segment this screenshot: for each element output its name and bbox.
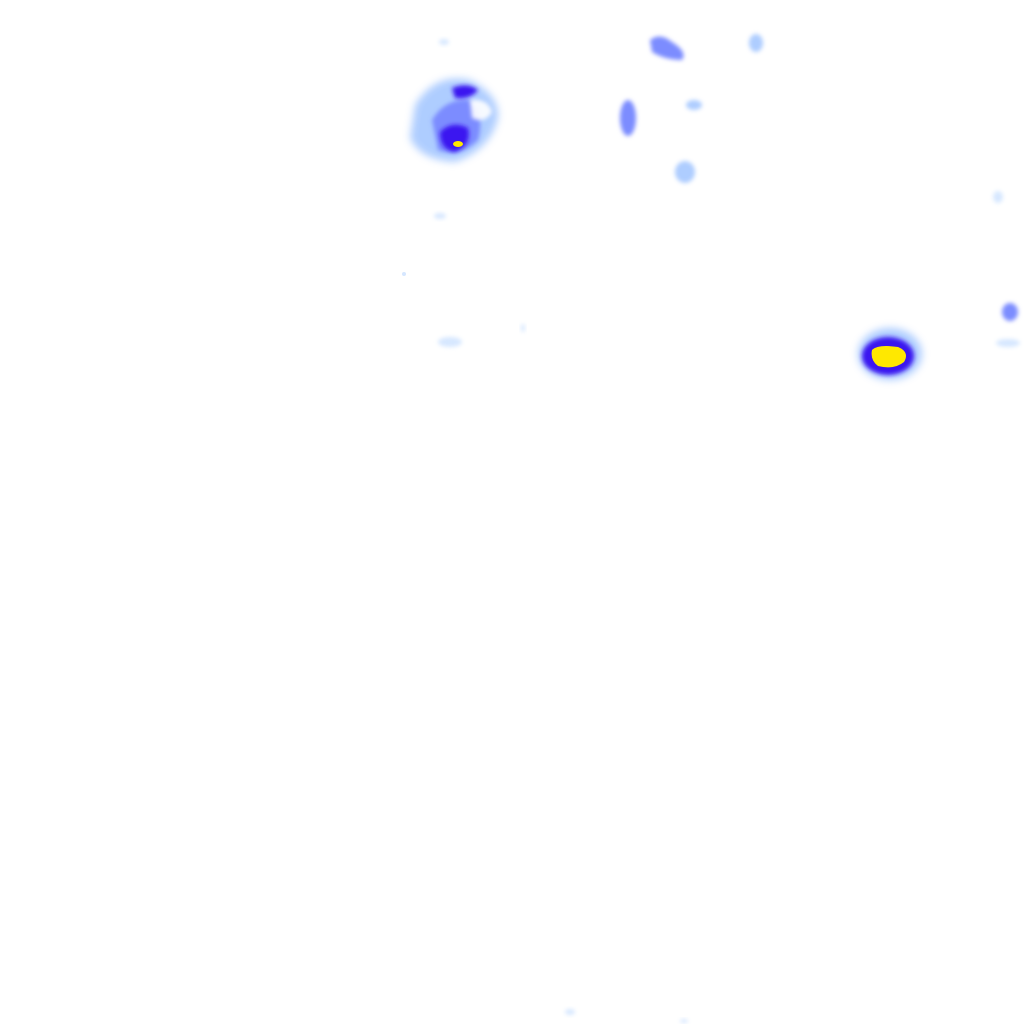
precip-cell-northwest [410,78,499,162]
precip-scattered-echoes [402,34,1020,1023]
precip-cell-east [858,328,922,380]
